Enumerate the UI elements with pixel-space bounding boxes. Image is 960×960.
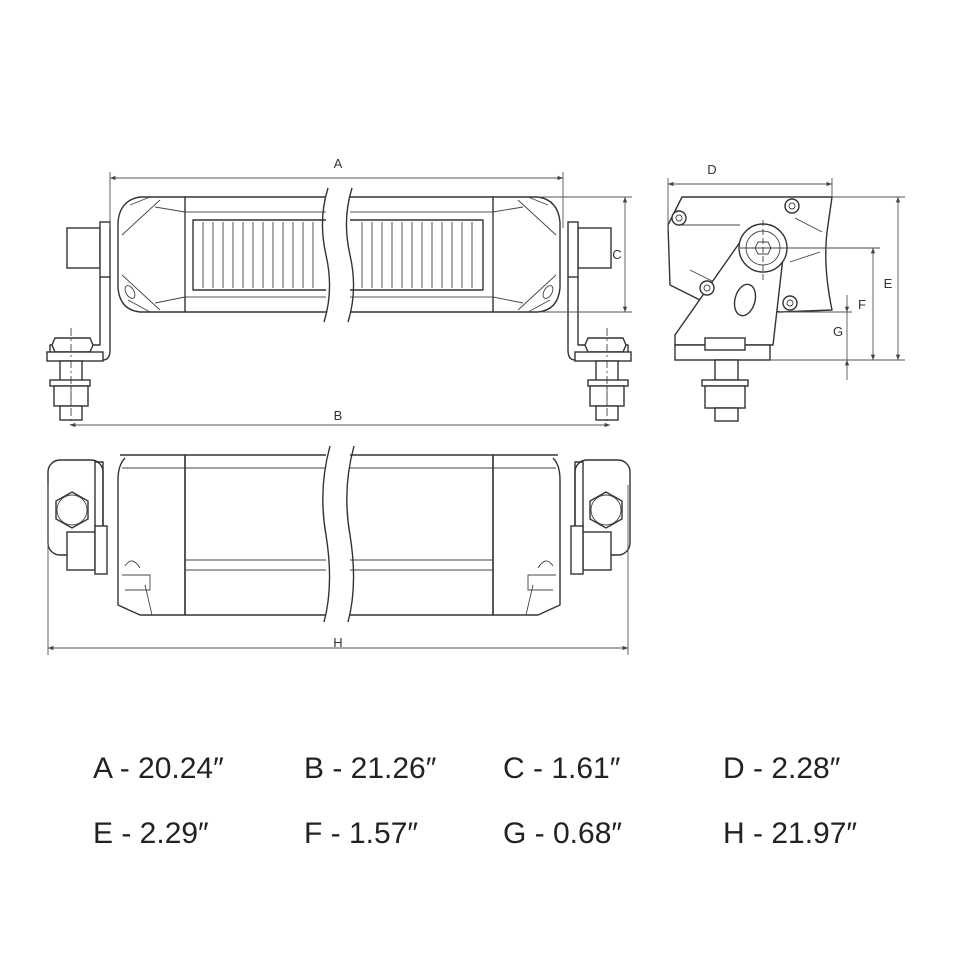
spec-b: B - 21.26″ <box>304 752 437 785</box>
dimension-label-d: D <box>707 162 716 177</box>
spec-d: D - 2.28″ <box>723 752 841 785</box>
dimension-b: B <box>69 408 610 428</box>
side-view <box>667 196 880 422</box>
dimension-label-g: G <box>833 324 843 339</box>
dimension-label-b: B <box>334 408 343 423</box>
dimension-g: G <box>780 295 852 380</box>
spec-h: H - 21.97″ <box>723 817 858 850</box>
dimension-label-c: C <box>612 247 621 262</box>
bottom-view <box>47 445 631 623</box>
dimension-e: E <box>770 196 905 361</box>
front-view <box>46 187 632 426</box>
dimension-c: C <box>540 196 632 313</box>
dimension-label-e: E <box>884 276 893 291</box>
dimension-label-f: F <box>858 297 866 312</box>
spec-c: C - 1.61″ <box>503 752 621 785</box>
spec-g: G - 0.68″ <box>503 817 623 850</box>
dimension-label-h: H <box>333 635 342 650</box>
spec-a: A - 20.24″ <box>93 752 224 785</box>
dimension-f: F <box>858 248 876 360</box>
spec-f: F - 1.57″ <box>304 817 418 850</box>
spec-e: E - 2.29″ <box>93 817 209 850</box>
dimension-h: H <box>47 485 629 655</box>
dimension-d: D <box>667 162 833 230</box>
dimension-label-a: A <box>334 156 343 171</box>
dimension-a: A <box>109 156 564 228</box>
